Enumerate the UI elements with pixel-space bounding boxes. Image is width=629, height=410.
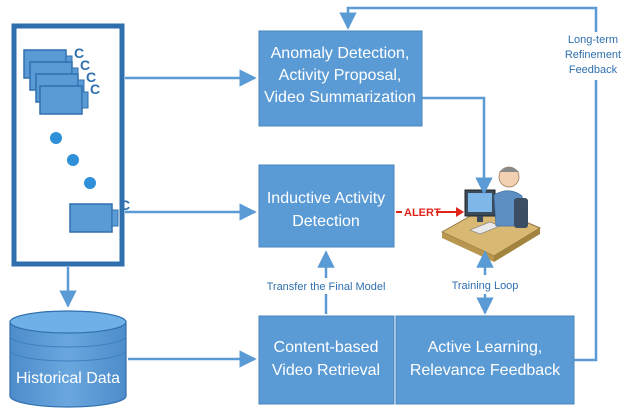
camera-label: C <box>74 45 84 61</box>
transfer-label-bg <box>257 278 397 294</box>
historical-data-database: Historical Data <box>9 310 127 408</box>
video-camera-icon: C <box>39 81 100 115</box>
transfer-model-label: Transfer the Final Model <box>267 281 386 293</box>
active-line-2: Relevance Feedback <box>410 362 561 379</box>
alert-label: ALERT <box>404 207 441 219</box>
training-loop-label-bg <box>444 277 526 293</box>
arrow-long-term-feedback <box>339 6 598 362</box>
long-term-label-bg <box>560 32 626 80</box>
video-camera-icon: C <box>69 197 130 233</box>
anomaly-line-1: Anomaly Detection, <box>271 45 410 62</box>
ellipsis-dot <box>67 154 79 166</box>
active-learning-box: Active Learning, Relevance Feedback <box>395 315 575 405</box>
anomaly-line-3: Video Summarization <box>264 89 416 106</box>
long-term-line-3: Feedback <box>569 64 618 76</box>
ellipsis-dot <box>84 177 96 189</box>
camera-label: C <box>120 197 130 213</box>
camera-label: C <box>86 69 96 85</box>
historical-data-label: Historical Data <box>16 370 120 387</box>
camera-network-frame: C C C C C <box>11 23 130 267</box>
anomaly-detection-box: Anomaly Detection, Activity Proposal, Vi… <box>258 30 423 127</box>
content-based-retrieval-box: Content-based Video Retrieval <box>258 315 395 405</box>
retrieval-line-2: Video Retrieval <box>272 362 380 379</box>
long-term-line-1: Long-term <box>568 34 618 46</box>
anomaly-line-2: Activity Proposal, <box>279 67 402 84</box>
inductive-line-2: Detection <box>292 213 360 230</box>
camera-label: C <box>90 81 100 97</box>
camera-label: C <box>80 57 90 73</box>
active-line-1: Active Learning, <box>428 339 543 356</box>
arrows <box>59 6 598 368</box>
retrieval-line-1: Content-based <box>274 339 379 356</box>
arrow-anomaly-to-operator <box>422 96 493 195</box>
ellipsis-dot <box>50 132 62 144</box>
inductive-line-1: Inductive Activity <box>267 190 385 207</box>
long-term-line-2: Refinement <box>565 49 621 61</box>
training-loop-label: Training Loop <box>452 280 519 292</box>
alert-arrow: ALERT <box>396 207 464 219</box>
operator-at-computer-icon <box>440 166 542 262</box>
inductive-activity-detection-box: Inductive Activity Detection <box>258 164 395 248</box>
